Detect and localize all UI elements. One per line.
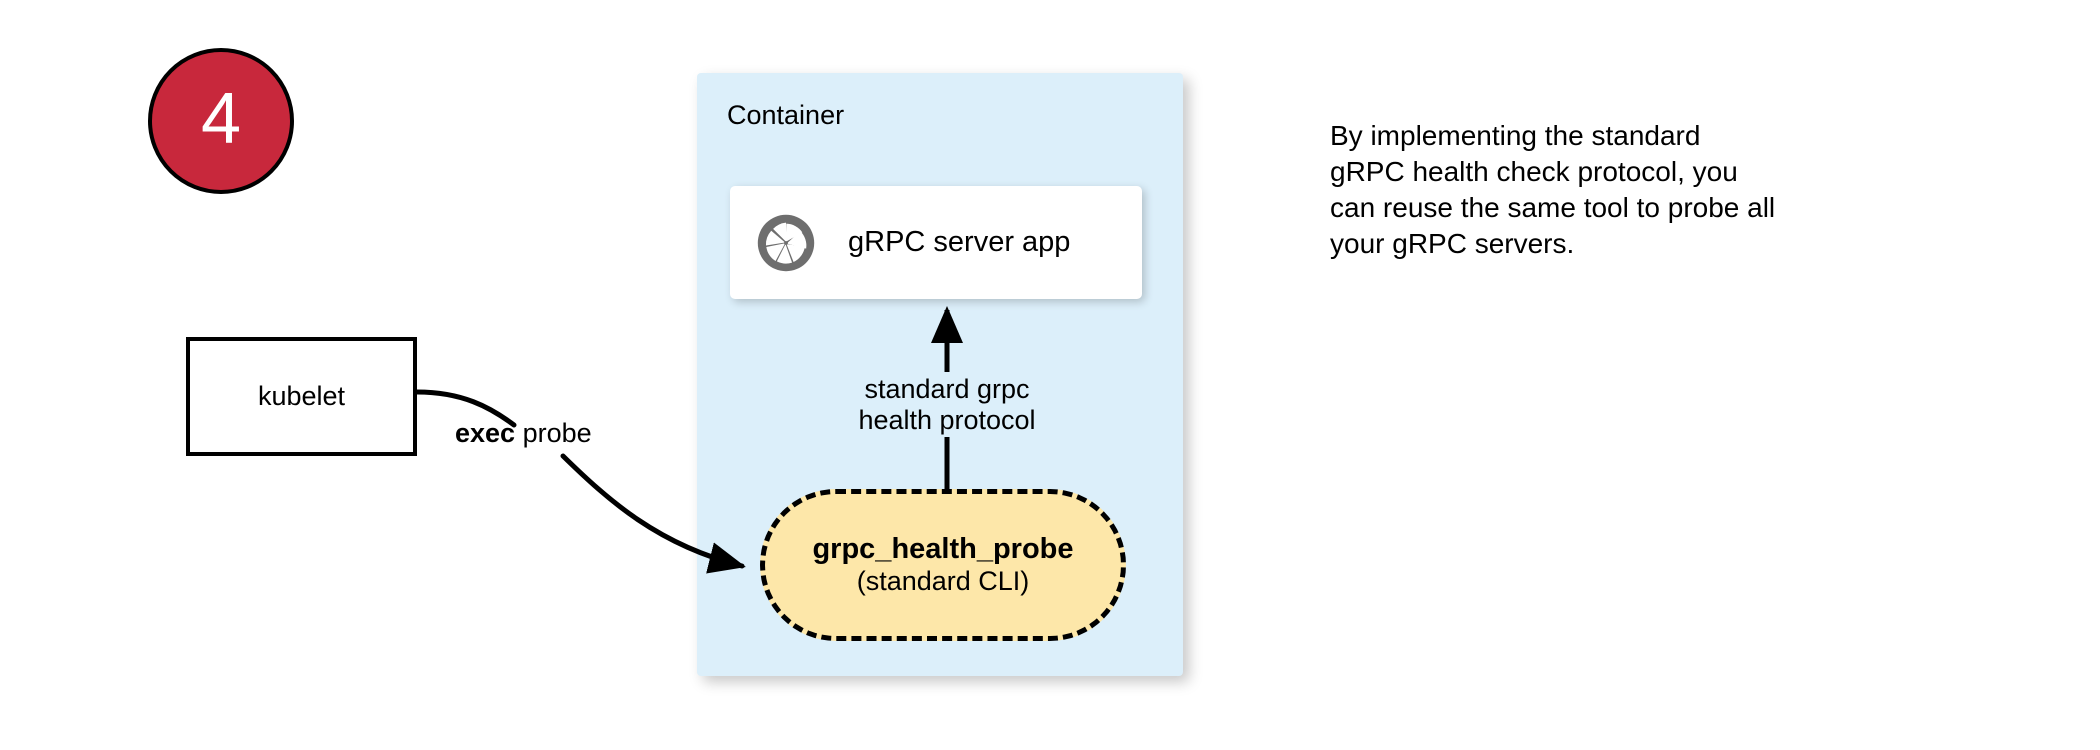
exec-probe-label-bold: exec (455, 418, 516, 448)
kubelet-node: kubelet (186, 337, 417, 456)
step-number-value: 4 (200, 79, 242, 159)
caption-text: By implementing the standard gRPC health… (1330, 118, 1910, 262)
grpc-health-probe-title: grpc_health_probe (812, 532, 1074, 565)
caption-line-4: your gRPC servers. (1330, 228, 1575, 260)
caption-line-3: can reuse the same tool to probe all (1330, 192, 1776, 224)
caption-line-2: gRPC health check protocol, you (1330, 156, 1738, 188)
grpc-health-probe-subtitle: (standard CLI) (856, 566, 1030, 597)
health-protocol-edge-label: standard grpc health protocol (832, 374, 1062, 436)
health-protocol-line-2: health protocol (858, 404, 1036, 435)
kubelet-label: kubelet (257, 381, 346, 411)
exec-probe-label-rest: probe (515, 418, 592, 448)
grpc-health-probe-node: grpc_health_probe (standard CLI) (760, 489, 1126, 641)
grpc-server-app-label: gRPC server app (848, 226, 1071, 258)
caption-line-1: By implementing the standard (1330, 120, 1701, 151)
grpc-aperture-icon (756, 213, 816, 273)
health-protocol-line-1: standard grpc (864, 374, 1030, 404)
container-title: Container (727, 100, 845, 130)
exec-probe-edge-label: exec probe (455, 418, 592, 449)
grpc-server-app-card: gRPC server app (730, 186, 1142, 299)
step-number-badge: 4 (148, 48, 294, 194)
